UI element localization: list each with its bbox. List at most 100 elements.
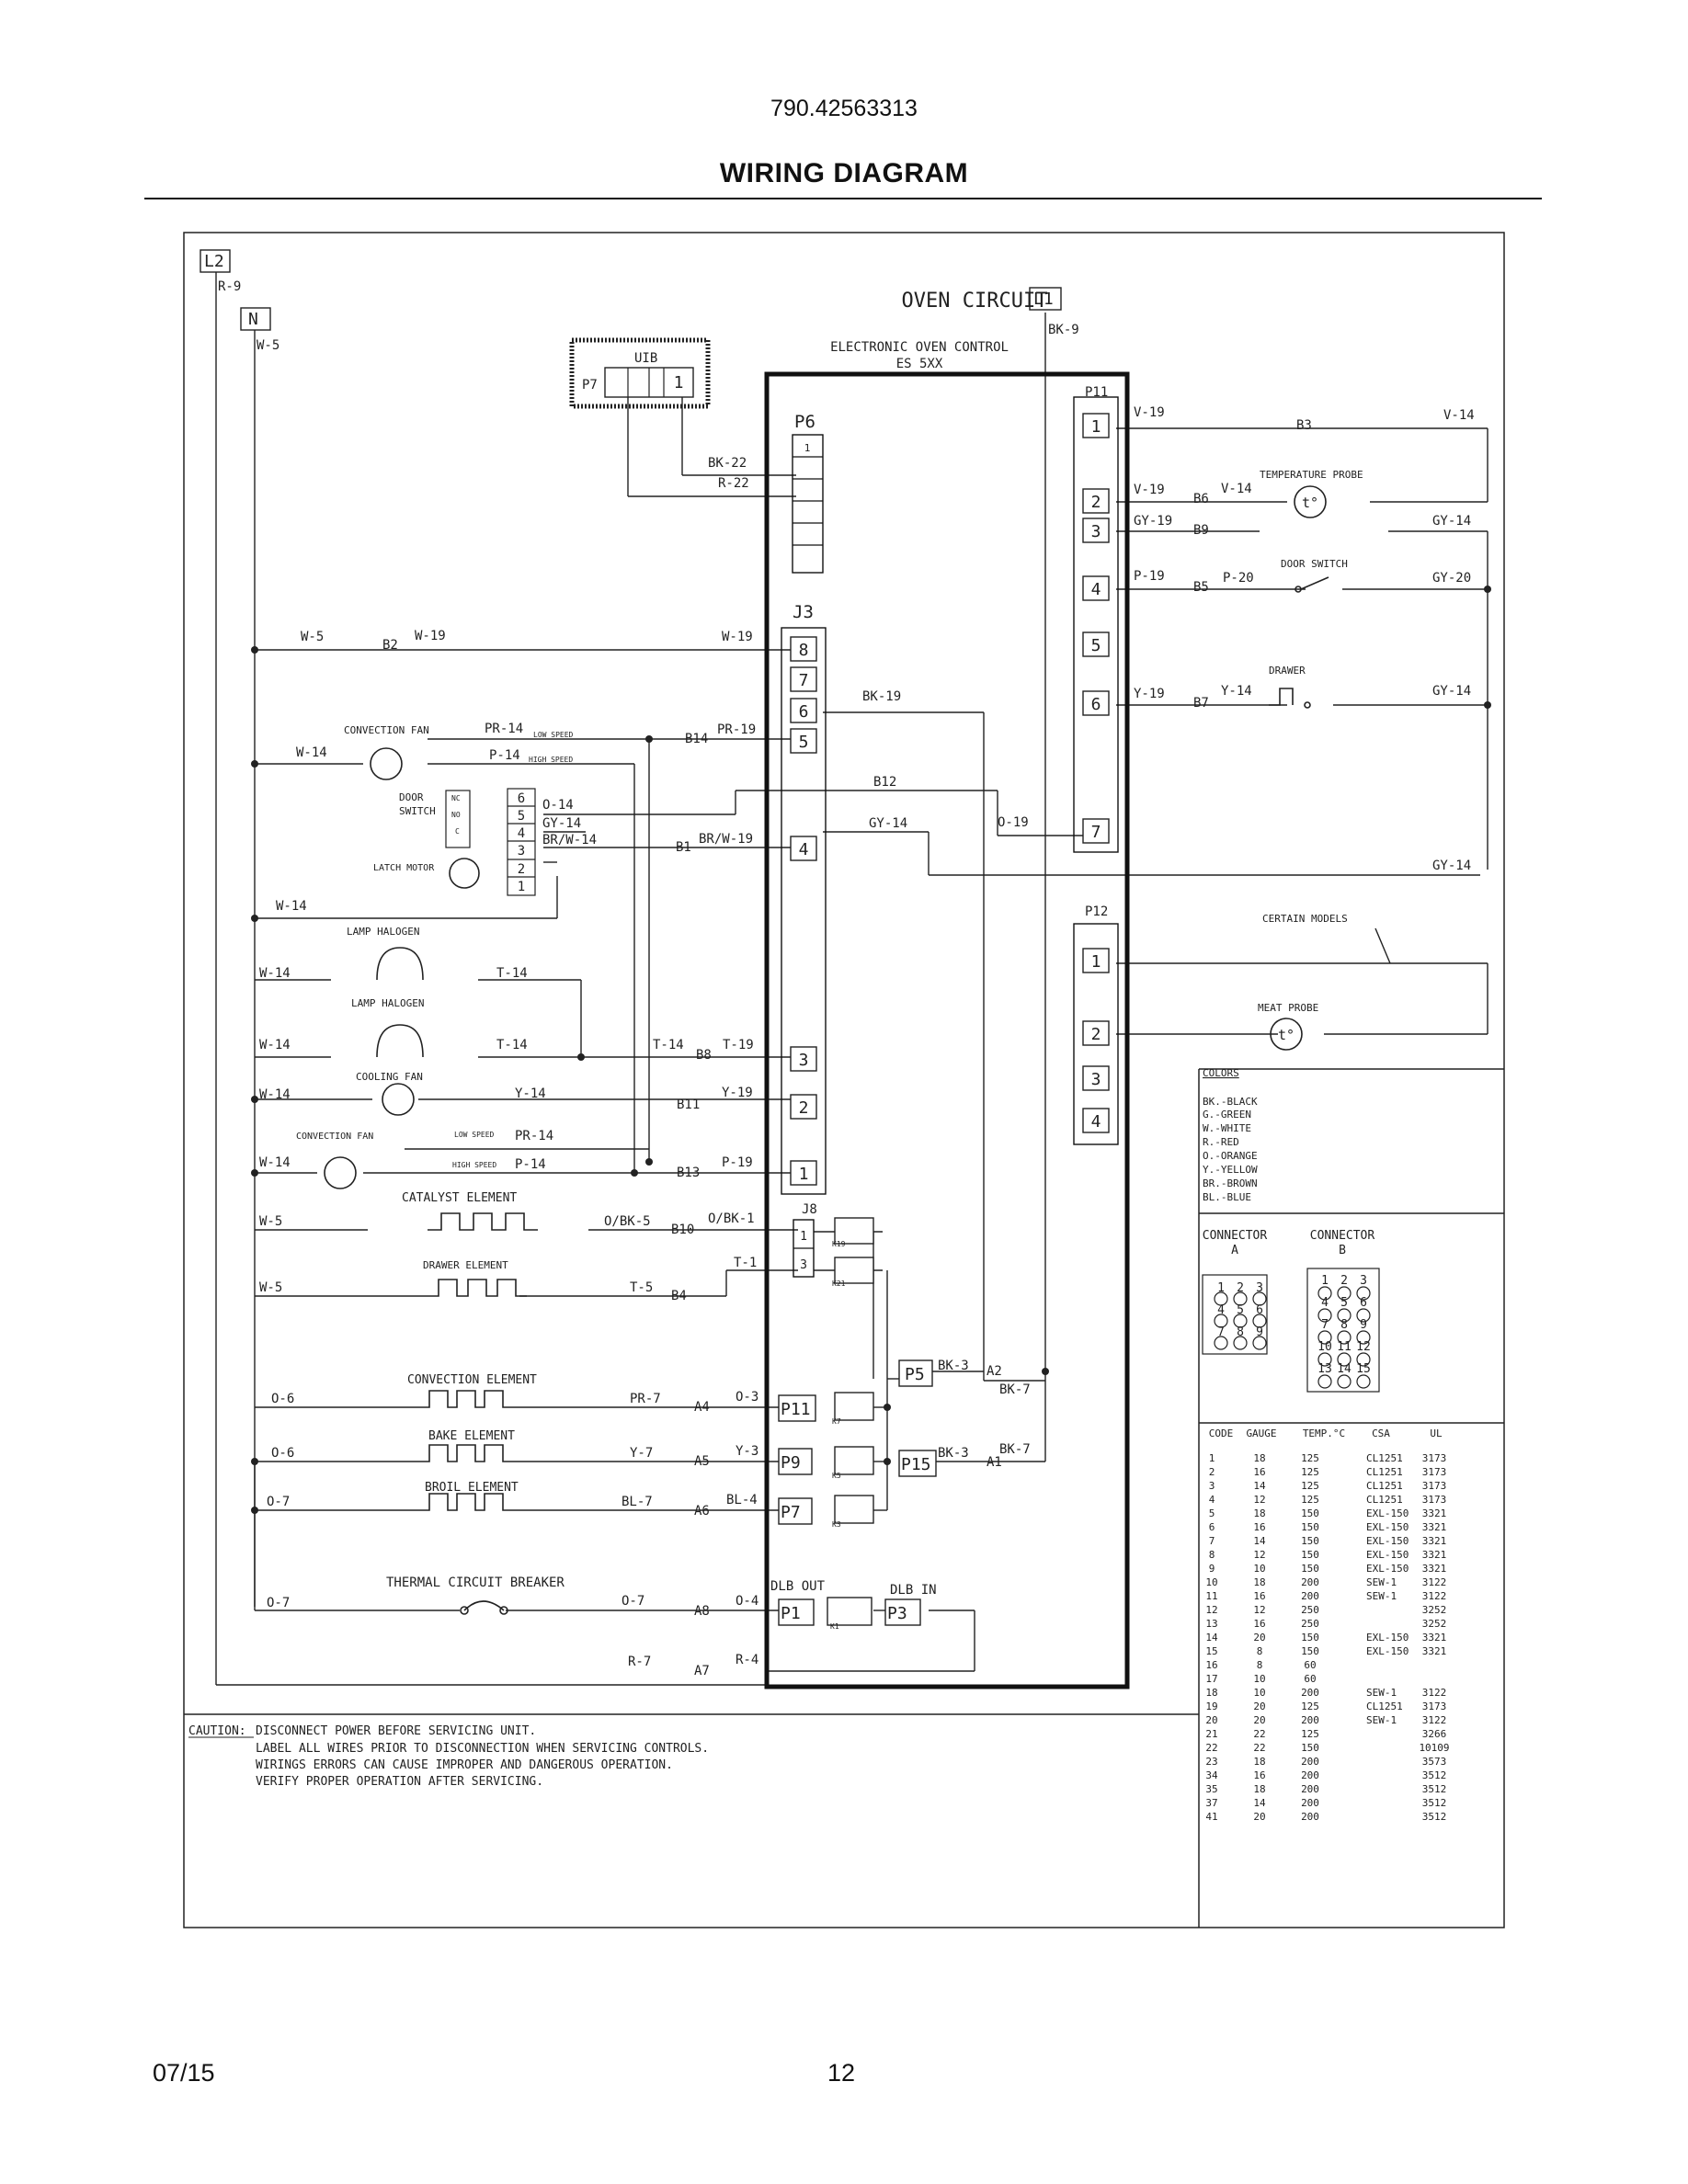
wire-c: C <box>455 827 460 836</box>
gauge-table-cell: 3512 <box>1422 1783 1447 1795</box>
gauge-table-cell: 18 <box>1253 1452 1265 1464</box>
wire-t14-lamp2: T-14 <box>496 1038 528 1052</box>
gauge-table-cell: 4 <box>1209 1494 1215 1506</box>
gauge-table-cell: 150 <box>1301 1549 1319 1561</box>
rail-boxes <box>200 249 1062 331</box>
meat-probe-label: MEAT PROBE <box>1258 1002 1318 1014</box>
gauge-table-cell: 200 <box>1301 1687 1319 1699</box>
svg-text:2: 2 <box>518 862 525 877</box>
header-rule <box>144 198 1542 199</box>
gauge-table-cell: EXL-150 <box>1366 1521 1409 1533</box>
wire-t5: T-5 <box>630 1280 653 1295</box>
svg-text:6: 6 <box>1256 1303 1263 1317</box>
wire-p14-top: P-14 <box>489 748 520 763</box>
wire-k21: K21 <box>832 1280 846 1288</box>
gauge-table-cell: 3512 <box>1422 1811 1447 1823</box>
gauge-table-cell: 3573 <box>1422 1756 1447 1768</box>
color-item: G.-GREEN <box>1203 1109 1251 1120</box>
wire-w14-latch: W-14 <box>276 899 307 914</box>
wire-b13: B13 <box>677 1166 700 1180</box>
svg-text:1: 1 <box>800 1230 807 1244</box>
wire-gy19: GY-19 <box>1134 514 1172 529</box>
svg-text:6: 6 <box>1091 695 1101 714</box>
oven-circuit-title: OVEN CIRCUIT <box>902 290 1048 313</box>
wire-o4: O-4 <box>736 1594 758 1609</box>
caution-line: WIRINGS ERRORS CAN CAUSE IMPROPER AND DA… <box>256 1758 673 1772</box>
gauge-table-cell: 20 <box>1253 1714 1265 1726</box>
svg-text:7: 7 <box>1321 1318 1329 1332</box>
wire-b14: B14 <box>685 732 708 746</box>
svg-text:6: 6 <box>799 702 809 722</box>
svg-text:4: 4 <box>1091 1112 1101 1132</box>
gauge-table-cell: 8 <box>1257 1659 1263 1671</box>
gauge-table-header: CODE <box>1209 1428 1234 1439</box>
svg-text:4: 4 <box>799 840 809 859</box>
caution-label: CAUTION: <box>188 1724 246 1738</box>
gauge-table-cell: 18 <box>1253 1783 1265 1795</box>
svg-text:5: 5 <box>518 809 525 824</box>
svg-text:3: 3 <box>1091 522 1101 541</box>
wire-a2: A2 <box>987 1364 1002 1379</box>
thermal-breaker-label: THERMAL CIRCUIT BREAKER <box>386 1575 565 1590</box>
wire-t1: T-1 <box>734 1256 757 1270</box>
gauge-table-cell: 21 <box>1205 1728 1217 1740</box>
wire-w14-lamp2: W-14 <box>259 1038 291 1052</box>
j8-label: J8 <box>802 1202 817 1217</box>
svg-text:3: 3 <box>1256 1281 1263 1295</box>
svg-text:12: 12 <box>1356 1340 1371 1354</box>
gauge-table-cell: 16 <box>1253 1590 1265 1602</box>
svg-text:t°: t° <box>1278 1027 1295 1043</box>
l2-label: L2 <box>204 252 224 271</box>
wire-w5-drawer: W-5 <box>259 1280 282 1295</box>
wire-a7: A7 <box>694 1664 710 1678</box>
wire-b4: B4 <box>671 1289 687 1303</box>
gauge-table-cell: EXL-150 <box>1366 1549 1409 1561</box>
wire-y7: Y-7 <box>630 1446 653 1461</box>
gauge-table-cell: 150 <box>1301 1632 1319 1644</box>
wire-b8: B8 <box>696 1048 712 1063</box>
j3-label: J3 <box>793 602 814 622</box>
gauge-table-cell: 14 <box>1253 1480 1266 1492</box>
gauge-table-cell: 7 <box>1209 1535 1215 1547</box>
drawer-label: DRAWER <box>1269 665 1306 677</box>
wire-y14-right: Y-14 <box>1221 684 1252 699</box>
svg-text:4: 4 <box>1321 1296 1329 1310</box>
connector-grids <box>1202 1268 1380 1393</box>
door-switch-label: DOOR SWITCH <box>1281 558 1348 570</box>
wire-b7: B7 <box>1193 696 1209 711</box>
gauge-table-cell: EXL-150 <box>1366 1563 1409 1575</box>
wire-o6-conv: O-6 <box>271 1392 294 1406</box>
gauge-table-cell: EXL-150 <box>1366 1645 1409 1657</box>
wire-v19-b6: V-19 <box>1134 483 1165 497</box>
l1-label: L1 <box>1033 290 1054 309</box>
wire-bk3-p5: BK-3 <box>938 1359 969 1373</box>
p7-uib-label: P7 <box>582 378 598 392</box>
footer-date: 07/15 <box>153 2059 215 2087</box>
wire-o7-broil: O-7 <box>267 1495 290 1509</box>
gauge-table-cell: 3122 <box>1422 1590 1447 1602</box>
wire-o7-breaker: O-7 <box>267 1596 290 1610</box>
svg-text:7: 7 <box>799 671 809 690</box>
svg-text:3: 3 <box>1360 1274 1367 1288</box>
gauge-table-cell: SEW-1 <box>1366 1687 1397 1699</box>
gauge-table-cell: 3321 <box>1422 1507 1447 1519</box>
gauge-table-cell: 3122 <box>1422 1576 1447 1588</box>
wire-bl4: BL-4 <box>726 1493 758 1507</box>
wire-bk22: BK-22 <box>708 456 747 471</box>
gauge-table-cell: 22 <box>1205 1742 1217 1754</box>
gauge-table-cell: 200 <box>1301 1797 1319 1809</box>
gauge-table-cell: SEW-1 <box>1366 1576 1397 1588</box>
color-item: R.-RED <box>1203 1136 1239 1148</box>
wire-k3: K3 <box>832 1520 841 1529</box>
gauge-table-cell: 3512 <box>1422 1769 1447 1781</box>
wire-w14-fan: W-14 <box>296 745 327 760</box>
gauge-table-cell: 19 <box>1205 1701 1217 1712</box>
gauge-table-cell: 41 <box>1205 1811 1217 1823</box>
gauge-table-cell: 20 <box>1253 1811 1265 1823</box>
dlb-out-label: DLB OUT <box>770 1579 826 1594</box>
svg-text:t°: t° <box>1302 495 1318 511</box>
wire-brw14: BR/W-14 <box>542 833 597 847</box>
wire-gy14-door: GY-14 <box>542 816 581 831</box>
connector-a-name: A <box>1231 1244 1238 1257</box>
n-label: N <box>248 310 258 329</box>
